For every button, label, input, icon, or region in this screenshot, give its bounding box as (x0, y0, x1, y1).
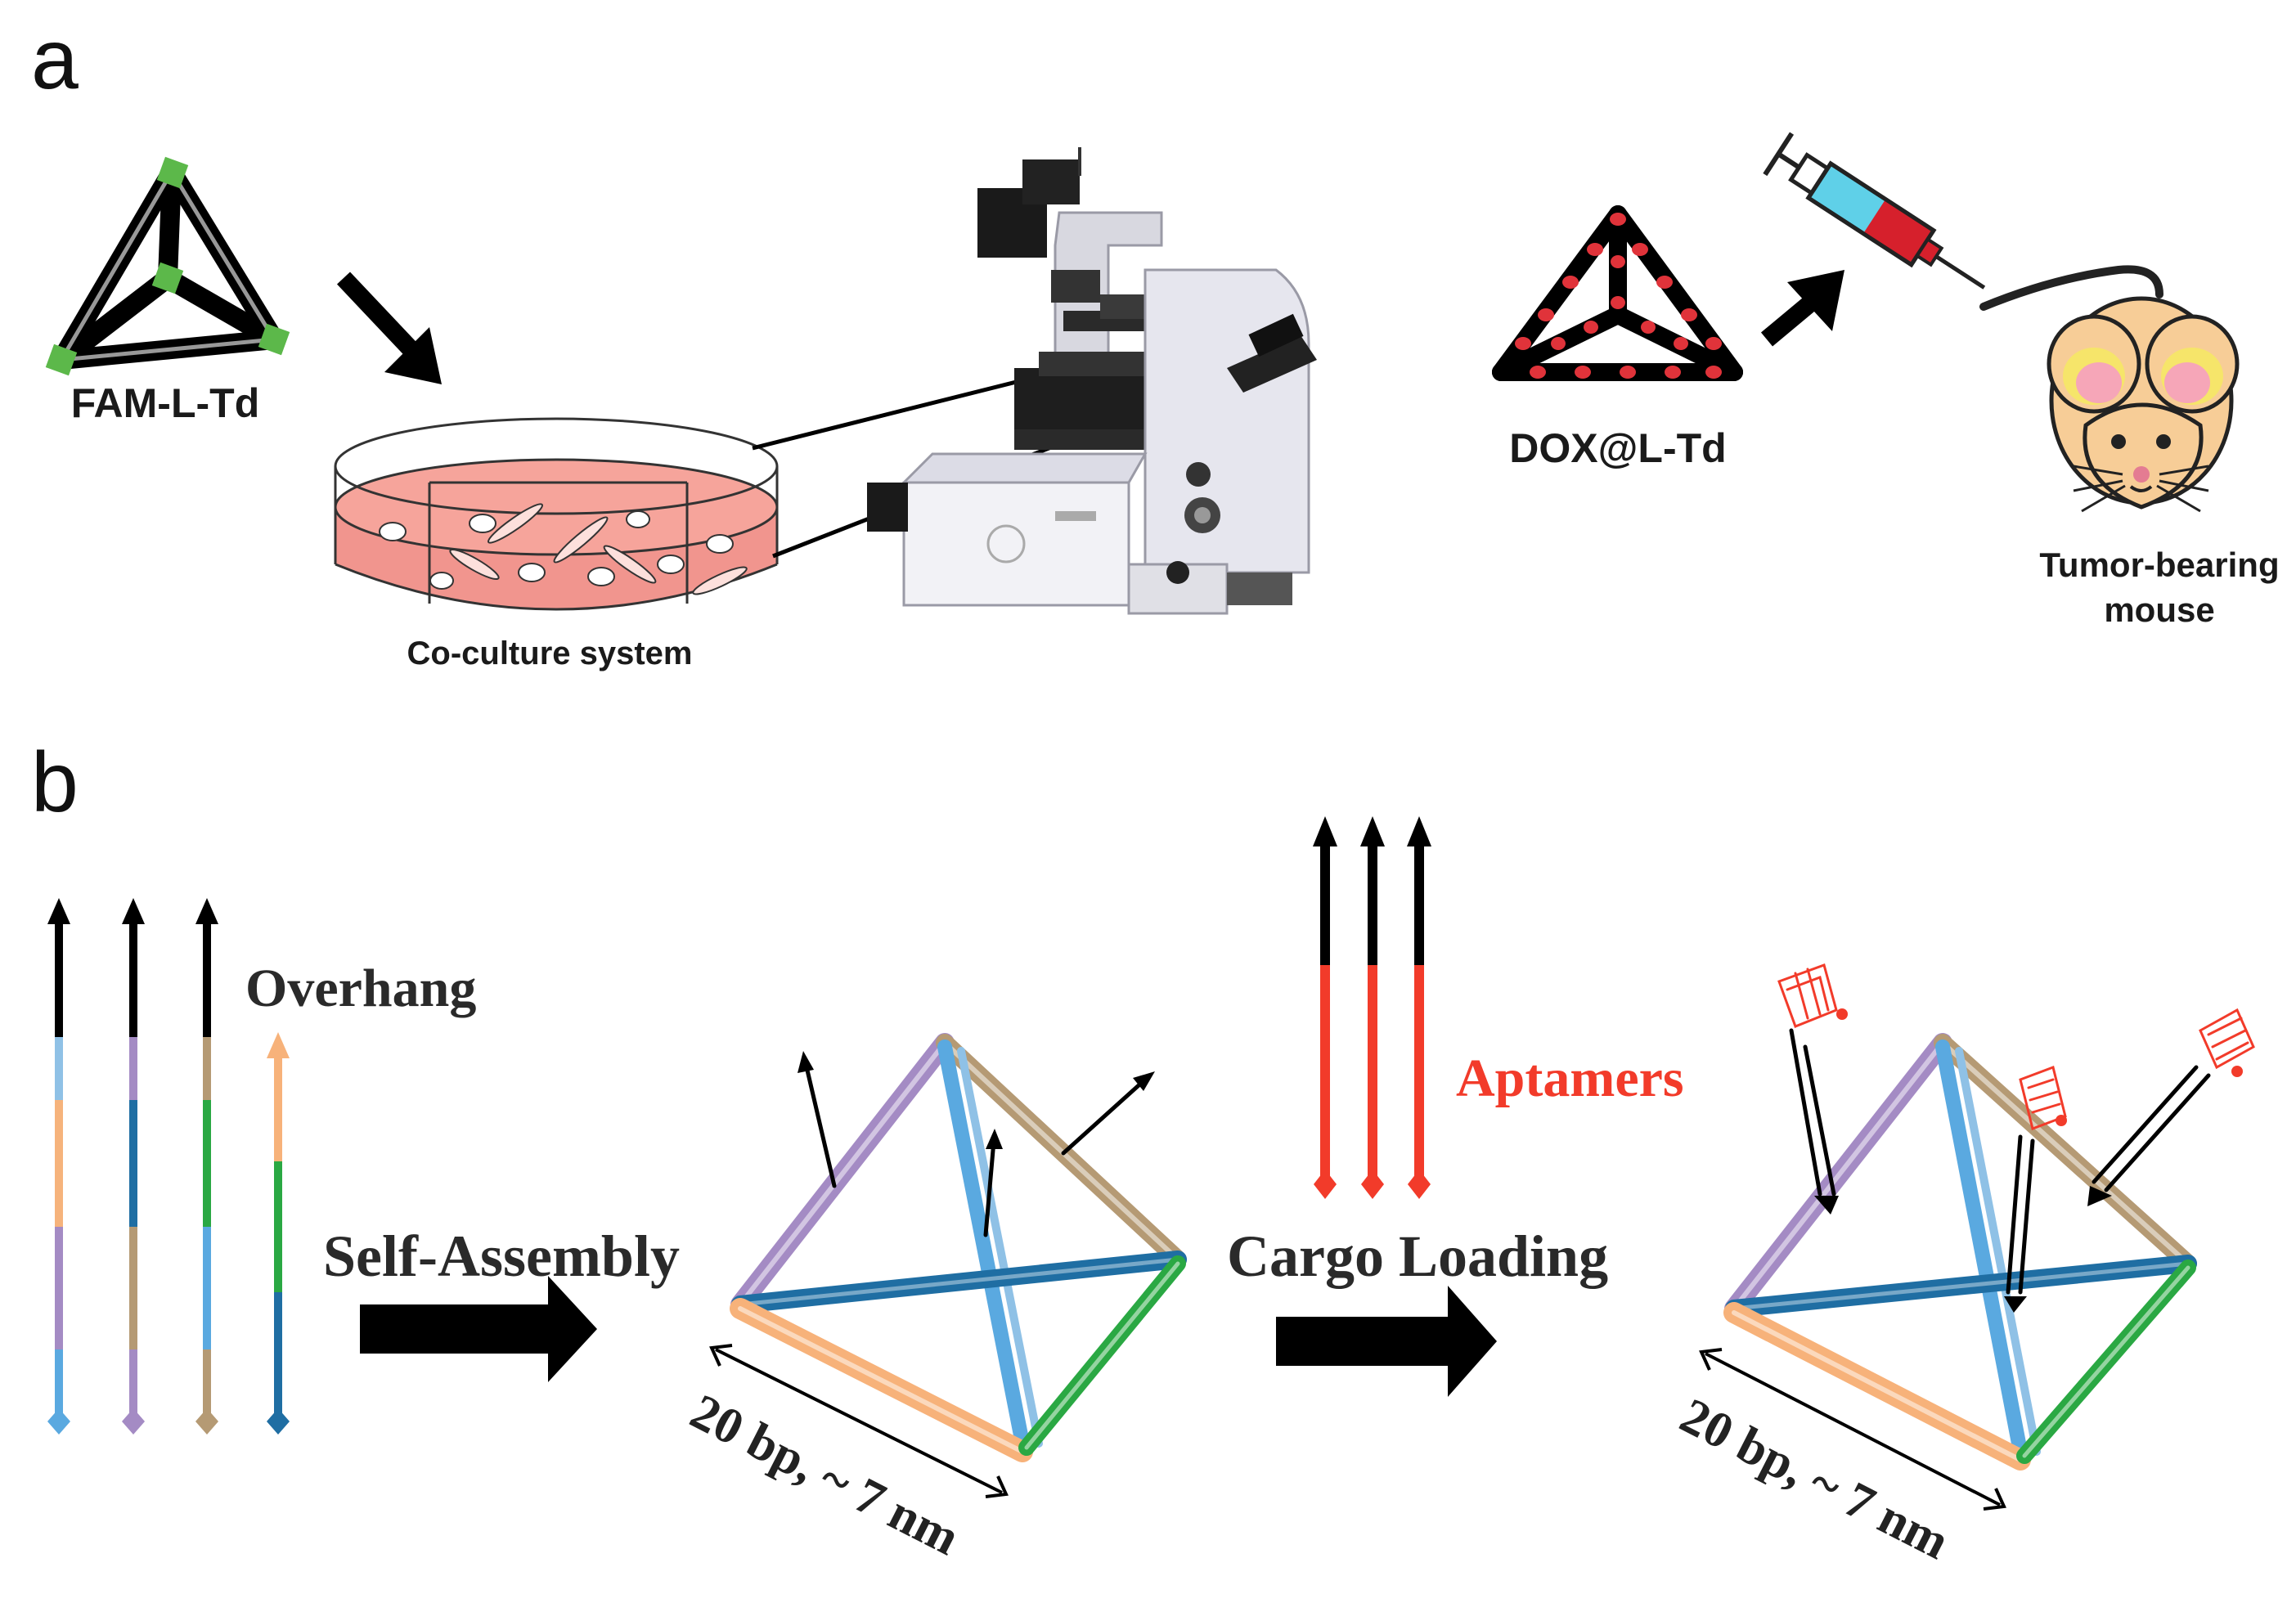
overhang-label: Overhang (245, 959, 476, 1018)
syringe-icon (1763, 132, 1986, 290)
fam-tetrahedron-icon (45, 156, 290, 376)
panel-b-label: b (31, 735, 79, 830)
tetrahedron-assembled-icon (730, 1033, 1187, 1462)
aptamer-loop-marks (1777, 963, 2255, 1130)
mouse-label-line1: Tumor-bearing (2039, 546, 2279, 584)
tetrahedron-loaded-icon (1723, 963, 2255, 1471)
fam-label: FAM-L-Td (71, 380, 259, 426)
dox-drug-marks (1515, 213, 1722, 379)
strand-arrowheads (47, 898, 290, 1435)
mouse-label-line2: mouse (2104, 590, 2214, 629)
dox-label: DOX@L-Td (1509, 425, 1726, 471)
coculture-label: Co-culture system (407, 635, 693, 671)
arrow-to-syringe-icon (1760, 270, 1844, 347)
self-assembly-arrow-icon (360, 1276, 597, 1382)
connector-line-upper (752, 370, 1056, 451)
dimension-arrow-2 (1699, 1348, 2006, 1511)
self-assembly-label: Self-Assembly (323, 1224, 680, 1289)
panel-a-label: a (31, 12, 79, 107)
aptamer-strands-group (1320, 834, 1424, 1182)
microscope-icon (867, 147, 1317, 615)
fam-node-marks (45, 156, 290, 376)
cargo-loading-label: Cargo Loading (1227, 1224, 1608, 1289)
arrow-to-dish-icon (337, 272, 442, 384)
aptamer-arrowheads (1313, 816, 1431, 1199)
single-strands-group (55, 912, 282, 1419)
aptamers-label: Aptamers (1456, 1048, 1684, 1108)
cargo-loading-arrow-icon (1276, 1286, 1497, 1397)
culture-dish-icon (334, 417, 779, 611)
dox-tetrahedron-icon (1492, 205, 1743, 381)
dimension-arrow-1 (709, 1344, 1009, 1498)
tumor-bearing-mouse-icon (1979, 265, 2240, 513)
